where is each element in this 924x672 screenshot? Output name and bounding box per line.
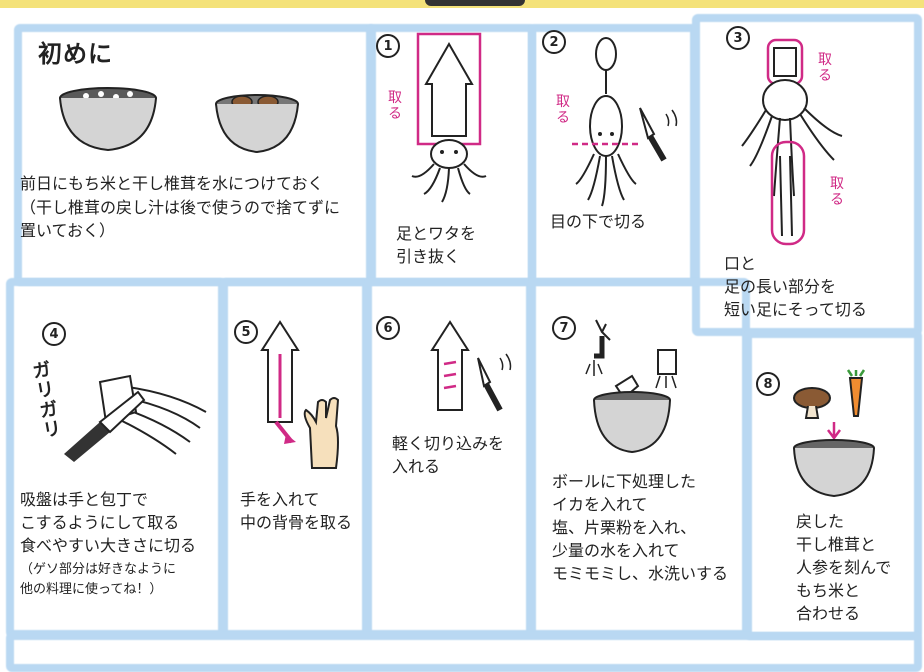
step2-text: 目の下で切る	[550, 212, 647, 231]
shiitake-bowl-illustration	[215, 94, 299, 154]
step3-remove-label-top: 取る	[818, 52, 832, 84]
washing-bowl-illustration	[585, 319, 677, 454]
bottom-frame	[6, 632, 922, 672]
step7-text: ボールに下処理した イカを入れて 塩、片栗粉を入れ、 少量の水を入れて モミモミ…	[552, 472, 729, 583]
scraping-suckers-illustration	[64, 374, 207, 462]
step6-number: 6	[376, 316, 400, 340]
scoring-squid-illustration	[430, 320, 512, 412]
step4-note: （ゲソ部分は好きなように 他の料理に使ってね！）	[20, 562, 177, 597]
step5-text: 手を入れて 中の背骨を取る	[240, 490, 353, 532]
step1-text: 足とワタを 引き抜く	[396, 224, 477, 266]
step3-remove-label-bottom: 取る	[830, 176, 844, 208]
step1-remove-label: 取る	[388, 90, 402, 122]
step7-number: 7	[552, 316, 576, 340]
step6-text: 軽く切り込みを 入れる	[392, 434, 505, 476]
rice-bowl-illustration	[59, 87, 157, 152]
step2-number: 2	[542, 30, 566, 54]
mixing-rice-illustration	[793, 369, 875, 498]
squid-legs-illustration	[741, 38, 843, 246]
squid-whole-illustration	[411, 32, 487, 203]
step4-text: 吸盤は手と包丁で こするようにして取る 食べやすい大きさに切る	[20, 490, 197, 555]
step1-number: 1	[376, 34, 400, 58]
step5-number: 5	[234, 320, 258, 344]
step8-text: 戻した 干し椎茸と 人参を刻んで もち米と 合わせる	[796, 512, 892, 623]
step4-number: 4	[42, 322, 66, 346]
intro-text: 前日にもち米と干し椎茸を水につけておく	[20, 174, 324, 193]
squid-cut-illustration	[572, 37, 640, 207]
step3-number: 3	[726, 26, 750, 50]
removing-backbone-illustration	[260, 320, 340, 469]
step8-number: 8	[756, 372, 780, 396]
step2-remove-label: 取る	[556, 94, 570, 126]
intro-title: 初めに	[38, 40, 113, 68]
top-dark-tab	[425, 0, 525, 6]
intro-note: （干し椎茸の戻し汁は後で使うので捨てずに 置いておく）	[20, 198, 341, 240]
knife-icon	[639, 107, 678, 162]
step3-text: 口と 足の長い部分を 短い足にそって切る	[724, 254, 867, 319]
